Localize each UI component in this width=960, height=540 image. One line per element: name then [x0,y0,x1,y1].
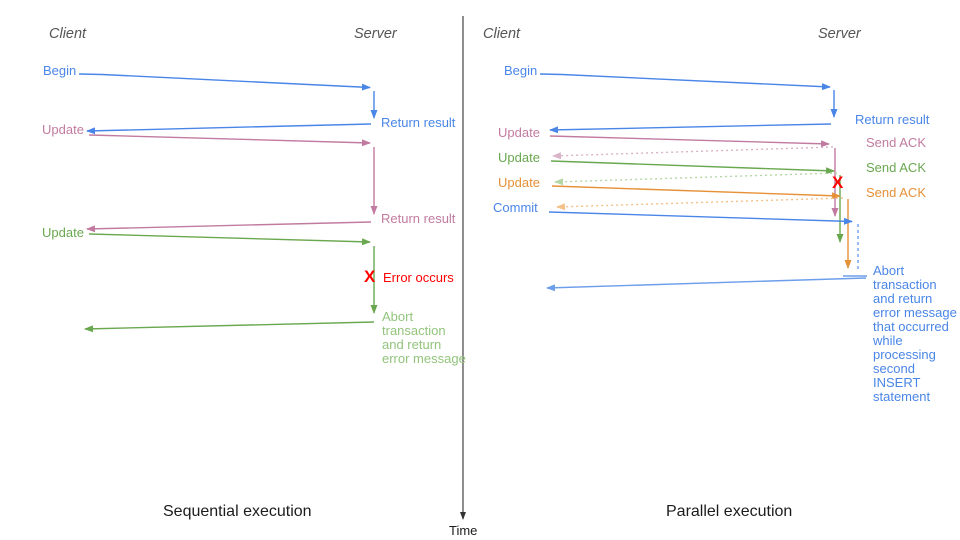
left-abort-line-4: error message [382,351,466,366]
left-update-2-label: Update [42,225,84,240]
right-abort-message: Abort transaction and return error messa… [873,264,957,404]
right-abort-line-4: error message [873,305,957,320]
right-server-header: Server [818,26,861,42]
left-error-label: Error occurs [383,270,454,285]
left-return-result-2-arrow [86,221,372,233]
right-update-3-arrow [551,185,841,200]
left-diagram-title: Sequential execution [163,503,312,520]
right-abort-line-3: and return [873,291,933,306]
right-send-ack-1-label: Send ACK [866,135,926,150]
left-return-result-2-label: Return result [381,211,456,226]
right-client-header: Client [483,26,521,42]
right-send-ack-3-label: Send ACK [866,185,926,200]
left-abort-line-3: and return [382,337,442,352]
right-diagram-title: Parallel execution [666,503,793,520]
left-return-result-1-arrow [86,123,372,135]
left-return-result-1-label: Return result [381,115,456,130]
right-abort-line-7: processing [873,347,936,362]
left-begin-arrow [78,73,371,91]
right-abort-arrow [546,277,867,292]
right-commit-label: Commit [493,200,538,215]
left-begin-label: Begin [43,63,77,78]
right-update-1-arrow [549,135,830,148]
right-return-result-label: Return result [855,112,930,127]
right-begin-label: Begin [504,63,538,78]
left-error-x-icon: X [364,267,376,286]
right-update-2-arrow [550,160,835,175]
right-update-2-label: Update [498,150,540,165]
right-abort-line-10: statement [873,389,931,404]
right-abort-line-6: while [873,333,903,348]
right-commit-arrow [548,211,853,225]
left-abort-line-1: Abort [382,309,414,324]
right-abort-line-5: that occurred [873,319,949,334]
left-update-2-arrow [88,233,371,246]
right-abort-line-1: Abort [873,263,905,278]
right-abort-line-9: INSERT [873,375,921,390]
right-update-1-label: Update [498,125,540,140]
left-abort-arrow [84,321,375,333]
left-update-1-arrow [88,134,371,147]
right-error-x-icon: X [832,173,844,192]
right-begin-arrow [539,73,831,91]
right-send-ack-1-arrow [552,146,834,160]
right-abort-line-8: second [873,361,915,376]
right-abort-line-2: transaction [873,277,937,292]
right-send-ack-2-label: Send ACK [866,160,926,175]
right-send-ack-2-arrow [554,172,838,186]
right-update-3-label: Update [498,175,540,190]
left-abort-line-2: transaction [382,323,446,338]
right-send-ack-3-arrow [556,197,844,211]
time-axis-label: Time [449,523,478,538]
left-update-1-label: Update [42,122,84,137]
right-return-result-arrow [549,123,832,134]
left-client-header: Client [49,26,87,42]
left-server-header: Server [354,26,397,42]
left-abort-message: Abort transaction and return error messa… [382,310,466,366]
